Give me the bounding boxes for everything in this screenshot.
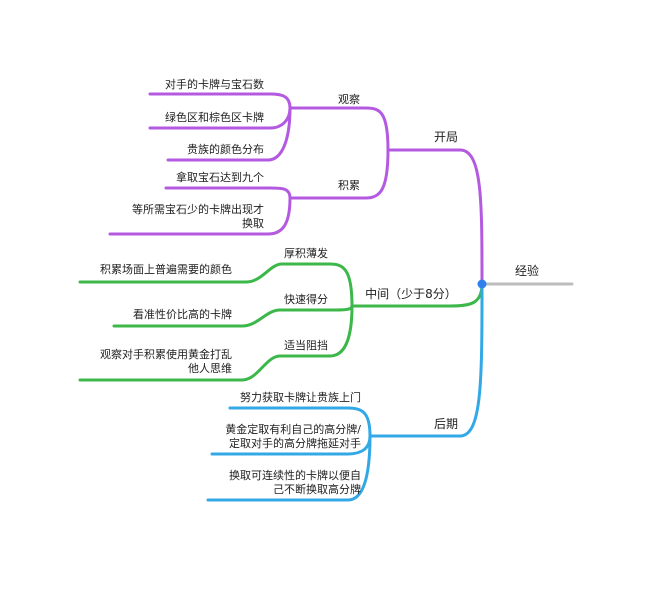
leaf-block-1-line2: 他人思维 [188,362,232,375]
connectors [78,92,574,502]
leaf-observe-3: 贵族的颜色分布 [187,142,264,156]
connector-leaf-late-3 [206,434,372,502]
labels: 经验 开局 中间（少于8分） 后期 观察 积累 对手的卡牌与宝石数 绿色区和棕色… [100,77,539,496]
leaf-build-1: 积累场面上普遍需要的颜色 [100,262,232,276]
leaf-score-1: 看准性价比高的卡牌 [133,307,232,321]
leaf-observe-2: 绿色区和棕色区卡牌 [165,110,264,124]
connector-leaf-build-1 [78,262,284,284]
leaf-observe-1: 对手的卡牌与宝石数 [165,77,264,91]
connector-observe [288,106,390,152]
root-label: 经验 [515,263,539,278]
connector-accumulate [288,148,390,200]
connector-leaf-observe-1 [148,92,292,110]
connector-leaf-block-1 [78,354,282,382]
center-node-dot [477,279,487,289]
connector-build [280,262,354,308]
sub-label-block: 适当阻挡 [284,338,328,352]
sub-label-build: 厚积薄发 [284,246,328,260]
branch-label-late: 后期 [434,417,458,431]
branch-label-mid: 中间（少于8分） [365,286,457,301]
connector-late [458,282,484,438]
connector-leaf-late-1 [228,406,372,438]
leaf-late-3-line1: 换取可连续性的卡牌以便自 [229,468,361,482]
leaf-accumulate-1: 拿取宝石达到九个 [176,170,264,184]
branch-label-early: 开局 [434,130,458,144]
leaf-late-3-line2: 己不断换取高分牌 [273,482,361,496]
leaf-accumulate-2-line2: 换取 [242,216,264,230]
leaf-block-1-line1: 观察对手积累使用黄金打乱 [100,347,232,361]
leaf-late-2-line1: 黄金定取有利自己的高分牌/ [225,422,361,436]
connector-leaf-accumulate-2 [108,196,292,236]
connector-leaf-observe-3 [166,106,292,162]
connector-leaf-accumulate-1 [164,186,292,200]
leaf-late-1: 努力获取卡牌让贵族上门 [240,390,361,404]
sub-label-observe: 观察 [338,92,360,106]
connector-score [278,304,354,312]
leaf-accumulate-2-line1: 等所需宝石少的卡牌出现才 [132,202,264,216]
leaf-late-2-line2: 定取对手的高分牌拖延对手 [229,436,361,450]
connector-early [458,148,484,286]
connector-leaf-score-1 [112,308,282,328]
sub-label-accumulate: 积累 [338,179,360,192]
connector-block [278,304,354,358]
sub-label-score: 快速得分 [284,293,328,306]
